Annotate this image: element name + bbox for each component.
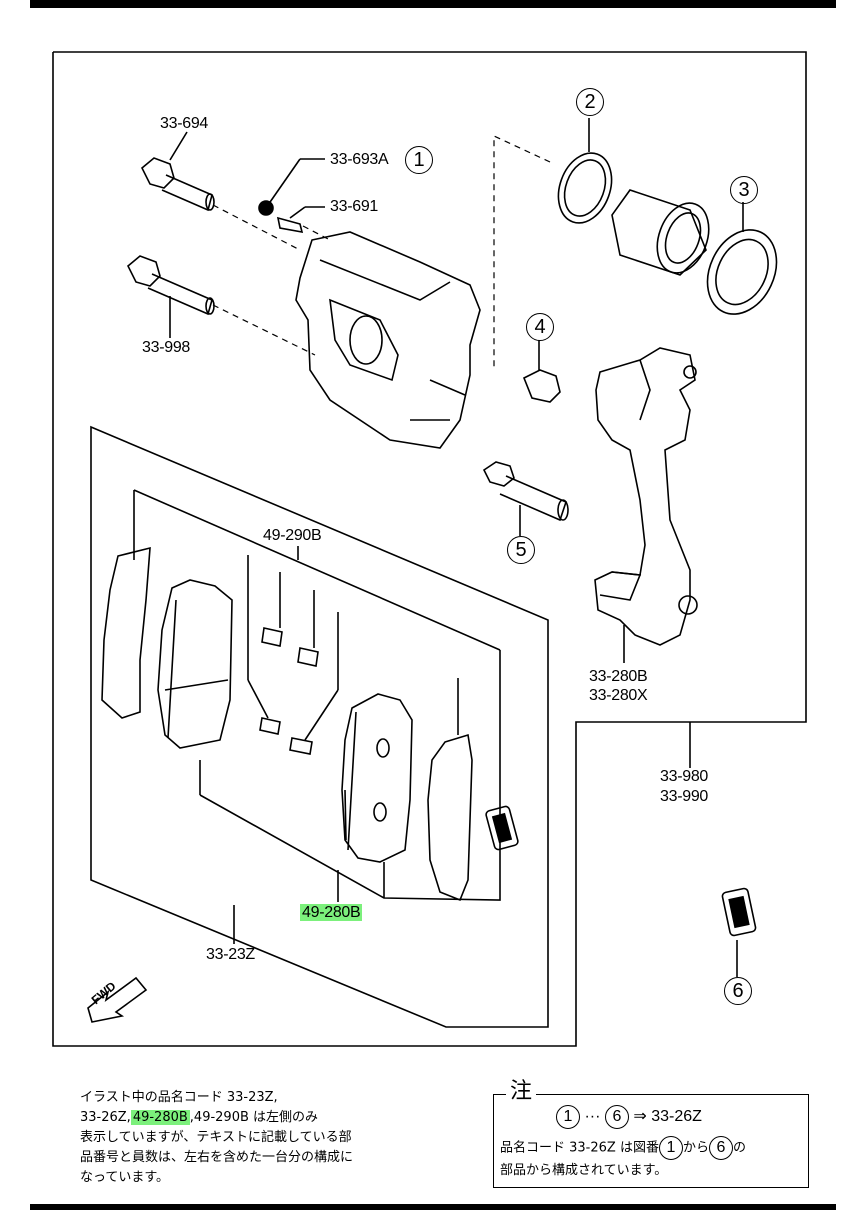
pin-boot xyxy=(522,369,561,403)
label-33-23z: 33-23Z xyxy=(206,946,255,963)
wear-sensor-part xyxy=(721,887,757,937)
callout-3: 3 xyxy=(730,176,758,204)
clip-4 xyxy=(289,737,313,755)
pad-set-frame xyxy=(90,425,549,1028)
piston xyxy=(611,189,707,276)
caliper-bracket xyxy=(594,347,696,646)
label-33-998: 33-998 xyxy=(142,339,191,356)
label-49-280b: 49-280B xyxy=(300,904,363,921)
top-rule xyxy=(30,0,836,8)
label-33-694: 33-694 xyxy=(160,115,209,132)
callout-5: 5 xyxy=(507,536,535,564)
wear-indicator xyxy=(485,805,519,851)
note-left: イラスト中の品名コード 33-23Z, 33-26Z,49-280B,49-29… xyxy=(80,1088,410,1188)
note-range: 1 ··· 6 ⇒ 33-26Z xyxy=(556,1104,702,1130)
label-33-691: 33-691 xyxy=(330,198,379,215)
fwd-arrow xyxy=(87,976,148,1023)
caliper-body xyxy=(295,231,481,449)
label-33-693a: 33-693A xyxy=(330,151,389,168)
note-left-line4: 品番号と員数は、左右を含めた一台分の構成に xyxy=(80,1150,354,1165)
clip-2 xyxy=(297,647,319,667)
label-33-280b: 33-280B xyxy=(589,668,648,685)
inner-pad xyxy=(341,693,413,863)
bleeder-screw xyxy=(276,216,304,234)
note-box xyxy=(493,1094,809,1188)
callout-1: 1 xyxy=(405,146,433,174)
note-left-line3: 表示していますが、テキストに記載している部 xyxy=(80,1130,352,1145)
clip-3 xyxy=(259,717,281,735)
label-49-290b: 49-290B xyxy=(263,527,322,544)
callout-6: 6 xyxy=(724,977,752,1005)
note-title: 注 xyxy=(506,1080,537,1104)
note-left-line1: イラスト中の品名コード 33-23Z, xyxy=(80,1090,278,1105)
outer-frame xyxy=(52,51,807,1047)
label-33-990: 33-990 xyxy=(660,788,709,805)
note-left-line2: 33-26Z,49-280B,49-290B は左側のみ xyxy=(80,1110,319,1125)
bolt-lower xyxy=(127,255,161,287)
note-line3: 部品から構成されています。 xyxy=(500,1163,668,1178)
outer-shim xyxy=(101,546,151,719)
dust-boot xyxy=(706,229,778,315)
seal-ring xyxy=(557,152,613,224)
outer-pad xyxy=(157,579,233,749)
slide-pin xyxy=(482,461,515,487)
callout-4: 4 xyxy=(526,313,554,341)
callout-2: 2 xyxy=(576,88,604,116)
bolt-upper xyxy=(141,157,175,189)
clip-1 xyxy=(261,627,283,647)
label-33-980: 33-980 xyxy=(660,768,709,785)
bleeder-cap xyxy=(258,200,274,216)
label-33-280x: 33-280X xyxy=(589,687,648,704)
note-left-line5: なっています。 xyxy=(80,1170,170,1185)
inner-shim xyxy=(427,733,473,902)
bottom-rule xyxy=(30,1204,836,1210)
pad-kit-frame xyxy=(133,489,501,651)
